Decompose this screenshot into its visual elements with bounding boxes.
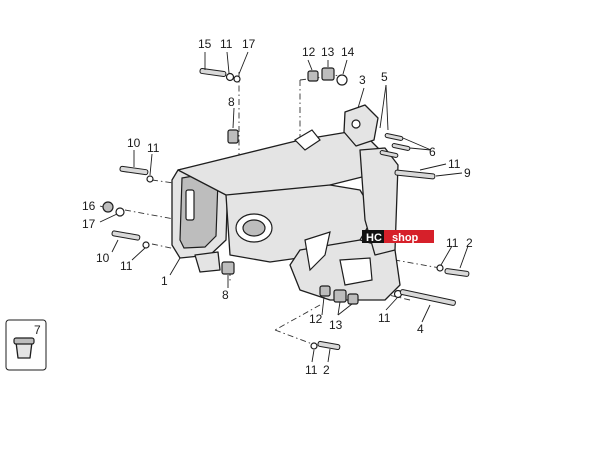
label-16: 16 [82, 199, 96, 213]
label-12-bottom: 12 [309, 312, 323, 326]
label-10-top: 10 [127, 136, 141, 150]
label-2-bottom: 2 [323, 363, 330, 377]
label-12-top: 12 [302, 45, 316, 59]
label-1: 1 [161, 274, 168, 288]
label-11-top: 11 [220, 37, 233, 51]
hardware [102, 67, 470, 351]
label-11-bottom: 11 [305, 363, 318, 377]
label-13-bottom: 13 [329, 318, 343, 332]
watermark-shop-box [384, 230, 434, 243]
watermark-shop: shop [392, 232, 419, 244]
label-11-right: 11 [448, 157, 461, 171]
label-17-top: 17 [242, 37, 256, 51]
label-15: 15 [198, 37, 212, 51]
label-8-bottom: 8 [222, 288, 229, 302]
label-3: 3 [359, 73, 366, 87]
label-5: 5 [381, 70, 388, 84]
bracket-part-3 [343, 104, 379, 147]
hc-shop-watermark: HC shop [362, 230, 434, 244]
label-9: 9 [464, 166, 471, 180]
label-2-right: 2 [466, 236, 473, 250]
leader-lines [99, 51, 469, 363]
label-7: 7 [34, 323, 41, 337]
label-14: 14 [341, 45, 355, 59]
label-4: 4 [417, 322, 424, 336]
label-6: 6 [429, 145, 436, 159]
label-10-bottom: 10 [96, 251, 110, 265]
label-11-midleft: 11 [120, 259, 133, 273]
label-11-bottomright: 11 [378, 311, 391, 325]
part-7-inset-box [5, 319, 47, 371]
main-frame [171, 129, 401, 301]
label-11-left: 11 [147, 141, 160, 155]
part-number-labels: 15 11 17 12 13 14 3 5 6 8 10 11 11 9 16 … [34, 37, 473, 377]
label-11-r2: 11 [446, 236, 459, 250]
label-8-top: 8 [228, 95, 235, 109]
label-13-top: 13 [321, 45, 335, 59]
watermark-hc-box [362, 230, 384, 243]
label-17-left: 17 [82, 217, 96, 231]
watermark-hc: HC [366, 232, 382, 244]
